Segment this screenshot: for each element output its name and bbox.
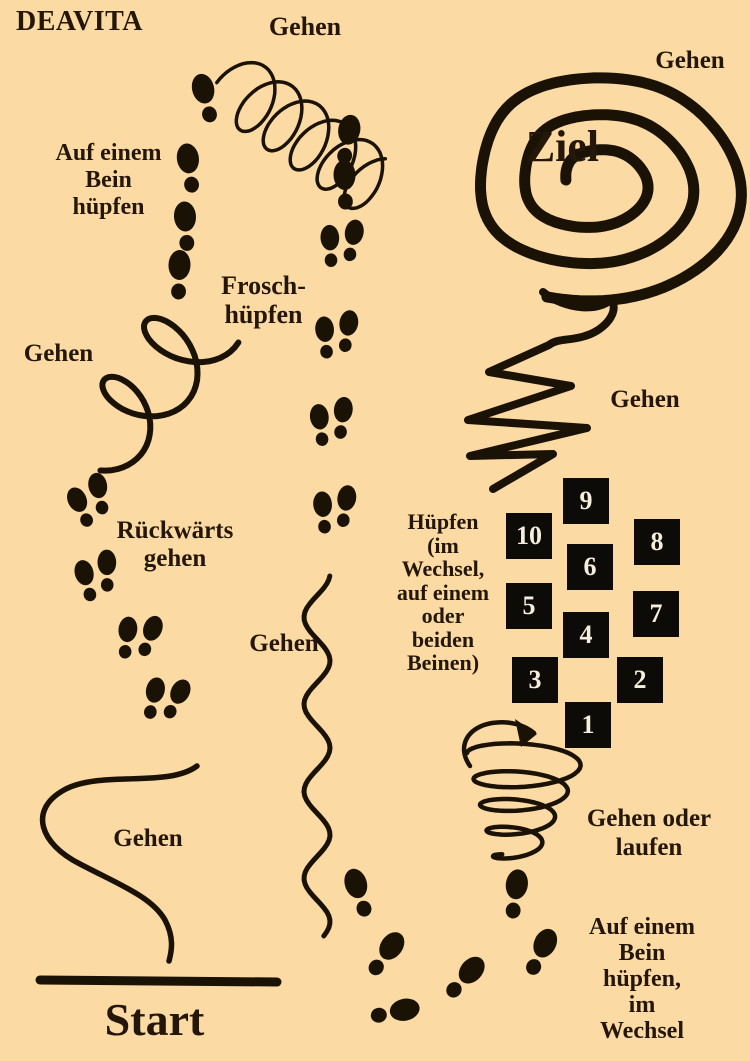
label-line: Gehen (268, 12, 342, 41)
label-line: Rückwärts (116, 517, 234, 544)
label-line: Hüpfen (407, 509, 479, 534)
label-line: hüpfen, (602, 966, 682, 992)
footprint-pair-icon (139, 675, 195, 722)
label-line: im (628, 992, 656, 1018)
label-line: hüpfen (224, 300, 303, 329)
footprint-pair-icon (115, 613, 167, 660)
label-line: Gehen (655, 47, 725, 74)
label-line: beiden (411, 626, 475, 652)
hopscotch-square-9: 9 (563, 478, 609, 524)
label-line: Bein (85, 167, 132, 193)
hopscotch-square-8: 8 (634, 519, 680, 565)
hopscotch-square-4: 4 (563, 612, 609, 658)
label-start: Start (92, 996, 217, 1044)
hopscotch-square-2: 2 (617, 657, 663, 703)
label-line: hüpfen (72, 194, 145, 220)
label-line: (im (427, 532, 459, 558)
left-curl-path (97, 314, 242, 474)
label-line: gehen (143, 545, 207, 572)
start-line (35, 975, 282, 987)
run-coil-arrowhead (515, 719, 537, 747)
label-line: auf einem (396, 579, 490, 605)
label-line: Gehen (249, 630, 319, 657)
label-line: Auf einem (589, 914, 695, 940)
label-line: Gehen (23, 340, 94, 367)
deavita-logo: DEAVITA (16, 6, 143, 37)
label-line: Gehen oder (586, 805, 712, 832)
hopscotch-square-6: 6 (567, 544, 613, 590)
label-line: Start (104, 994, 205, 1045)
label-line: Gehen (610, 386, 680, 413)
label-line: oder (421, 603, 465, 628)
label-line: Frosch- (221, 271, 306, 300)
footprint-pair-icon (319, 217, 366, 268)
label-ziel: Ziel (505, 124, 620, 170)
footprint-icon (362, 927, 410, 981)
footprint-icon (520, 924, 562, 980)
top-loop-path (215, 60, 388, 211)
footprint-icon (440, 951, 490, 1004)
label-gehen-wavy: Gehen (229, 630, 339, 657)
footprint-icon (501, 867, 530, 921)
label-line: Wechsel, (401, 556, 485, 581)
footprint-icon (332, 159, 357, 210)
hopscotch-square-7: 7 (633, 591, 679, 637)
label-froschhuepfen: Frosch-hüpfen (186, 271, 341, 329)
wavy-line-path (301, 573, 333, 939)
s-curve-path (39, 763, 200, 964)
label-gehen-top: Gehen (245, 13, 365, 41)
hopscotch-square-3: 3 (512, 657, 558, 703)
label-gehen-bottom-left: Gehen (93, 825, 203, 852)
label-line: Gehen (113, 825, 183, 852)
footprint-pair-icon (312, 483, 359, 535)
label-line: Ziel (525, 122, 600, 171)
footprint-icon (340, 865, 377, 920)
label-line: Beinen) (406, 650, 480, 675)
label-line: Wechsel (600, 1018, 684, 1044)
course-paths (35, 60, 747, 987)
label-line: laufen (615, 834, 683, 861)
ziel-spiral-path (475, 72, 747, 307)
label-gehen-zigzag: Gehen (590, 386, 700, 413)
run-coil-path (464, 741, 583, 861)
hopscotch-square-10: 10 (506, 513, 552, 559)
label-gehen-ziel: Gehen (630, 47, 750, 74)
footprint-pair-icon (308, 395, 355, 448)
hopscotch-square-1: 1 (565, 702, 611, 748)
hopscotch-square-5: 5 (506, 583, 552, 629)
label-line: Bein (618, 940, 666, 966)
zigzag-path (464, 288, 618, 493)
footprint-icon (368, 995, 422, 1028)
label-gehen-left: Gehen (6, 340, 111, 367)
label-line: Auf einem (55, 140, 162, 166)
